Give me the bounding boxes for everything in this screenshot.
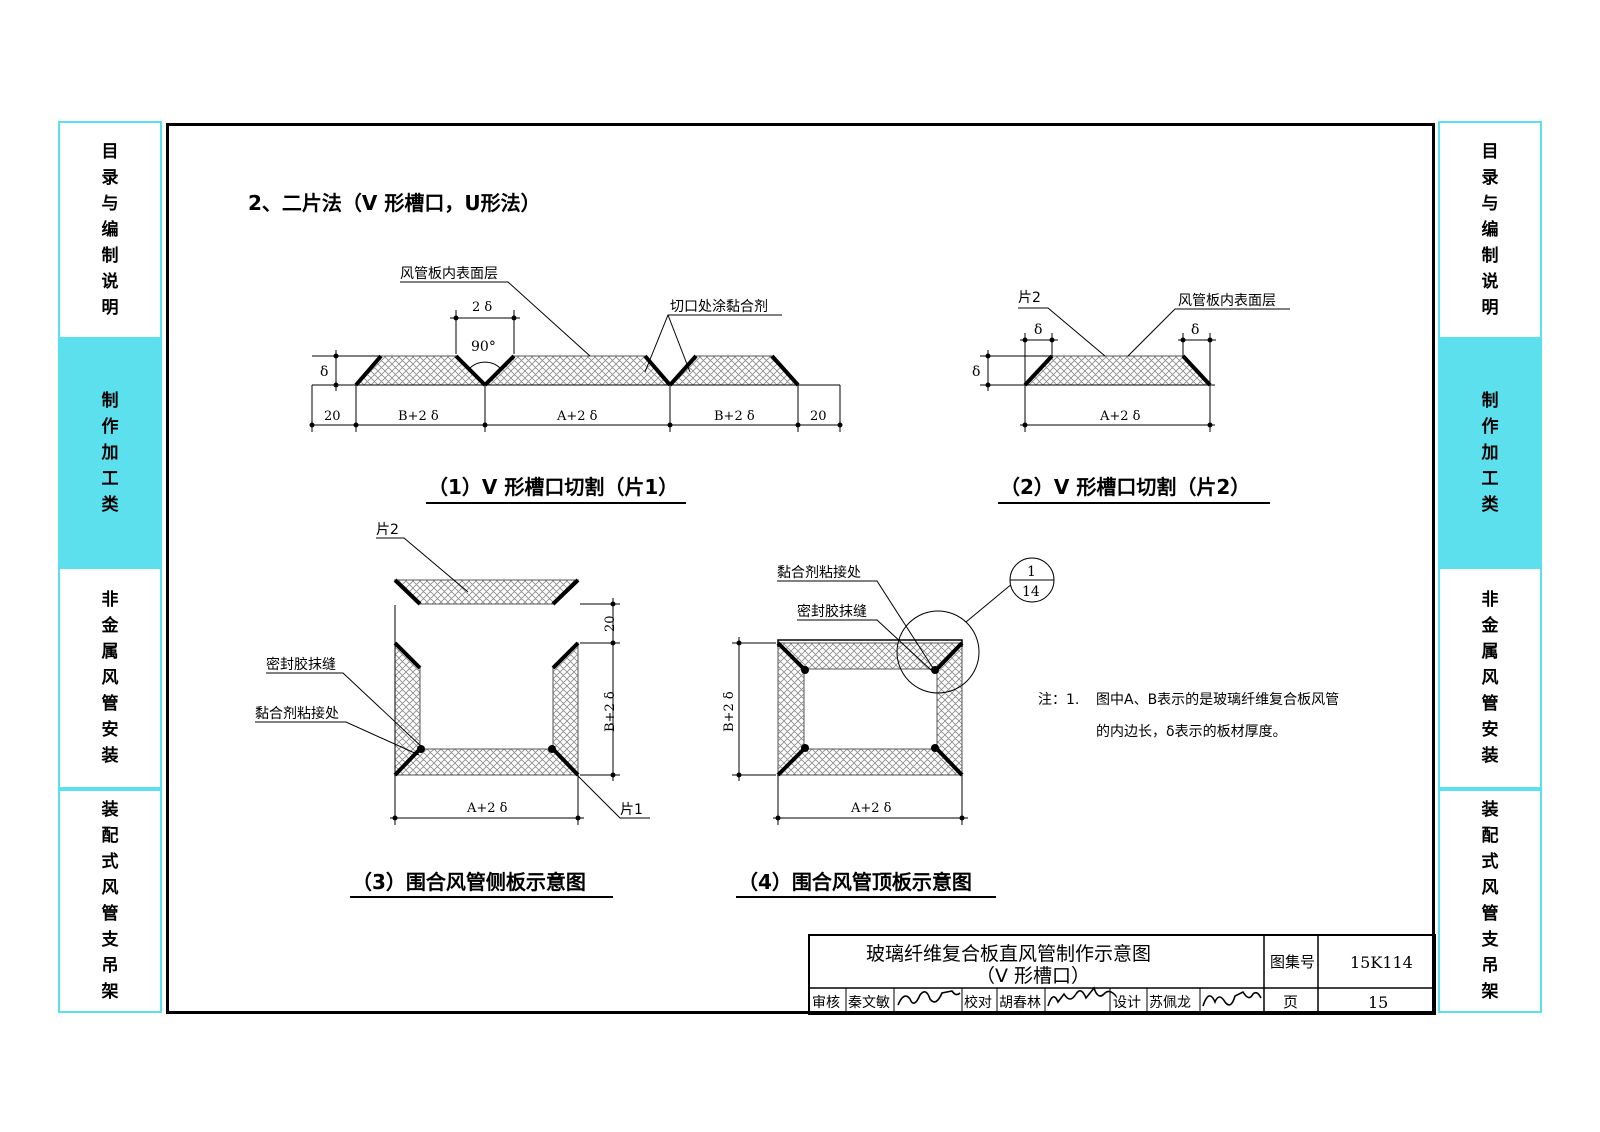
side-tab-right-2[interactable]: 制作加工类 [1438,339,1542,567]
page-number: 15 [1368,993,1388,1012]
fig4-ref-leader [965,582,1014,623]
fig1-adhesive-label: 切口处涂黏合剂 [670,299,768,315]
fig2-dim-bottom [1020,385,1215,432]
check-label: 校对 [964,994,992,1011]
reviewer-signature [897,990,961,1006]
fig1-panel: 90° 2 δ δ 20 B+2 δ [309,266,843,504]
fig1-dim-2d [450,310,520,354]
fig1-cut-edges [354,354,800,387]
fig4-top-wrap [777,639,963,647]
fig1-dim-2d-label: 2 δ [472,300,492,315]
drawing-frame [166,123,1435,1014]
fig1-dim-2: B+2 δ [398,409,439,424]
fig4-top-piece [776,642,964,670]
title-line-1: 玻璃纤维复合板直风管制作示意图 [866,943,1151,965]
fig3-leaders [255,537,650,819]
fig1-angle-arc [468,361,502,370]
fig1-dim-4: B+2 δ [714,409,755,424]
fig4-panel: 1 14 B+2 δ A+2 δ 黏合剂粘接处 密封胶抹缝 （4）围合风管顶板示… [722,557,1055,898]
side-tab-label: 非金属风管安装 [101,590,119,766]
fig3-dim-a: A+2 δ [466,801,508,816]
fig4-ref-bottom: 14 [1022,584,1040,600]
side-tab-left-4[interactable]: 装配式风管支吊架 [58,789,162,1013]
fig1-dim-5: 20 [810,409,827,424]
fig2-cut-edges [1023,354,1212,387]
fig2-delta-left: δ [972,364,980,380]
fig3-caption: （3）围合风管侧板示意图 [352,870,586,894]
atlas-label: 图集号 [1270,953,1315,971]
fig3-dims [390,598,620,825]
fig4-leaders [777,580,934,671]
fig2-delta-top-right: δ [1191,322,1199,338]
fig3-dim-b: B+2 δ [603,691,618,732]
fig4-dim-a: A+2 δ [850,801,892,816]
fig1-dim-3: A+2 δ [556,409,598,424]
side-tab-left-1[interactable]: 目录与编制说明 [58,121,162,339]
fig2-delta-top-left: δ [1034,322,1042,338]
fig4-dim-b: B+2 δ [722,691,737,732]
review-label: 审核 [812,995,840,1011]
checker-signature [1047,986,1117,1007]
fig2-panel: δ δ δ A+2 δ 片2 风管板内表面层 （2）V 形槽口切割（片2） [972,290,1290,504]
fig4-seal-label: 密封胶抹缝 [797,603,867,620]
side-tab-label: 制作加工类 [101,391,119,515]
atlas-number: 15K114 [1350,953,1413,972]
designer-name: 苏佩龙 [1149,995,1191,1011]
side-tab-label: 制作加工类 [1481,391,1499,515]
fig1-dim-1: 20 [324,409,341,424]
fig4-adhesive-label: 黏合剂粘接处 [777,564,861,581]
side-tab-right-3[interactable]: 非金属风管安装 [1438,567,1542,789]
fig4-caption: （4）围合风管顶板示意图 [738,870,972,894]
fig1-inner-layer-label: 风管板内表面层 [400,266,498,282]
fig3-dim-20: 20 [603,615,618,632]
fig1-dim-delta [312,350,379,391]
designer-signature [1202,990,1262,1007]
reviewer-name: 秦文敏 [848,995,890,1011]
fig1-caption: （1）V 形槽口切割（片1） [428,475,678,499]
fig1-dim-bottom [309,385,843,432]
fig2-leaders [1018,307,1290,357]
fig3-piece1-bottom [393,748,580,776]
fig4-detail-circle [896,610,980,694]
fig1-delta: δ [320,364,328,380]
note-line-2: 的内边长，δ表示的板材厚度。 [1096,724,1287,740]
fig2-inner-layer-label: 风管板内表面层 [1178,293,1276,309]
fig1-board [354,355,800,386]
note-line-1: 图中A、B表示的是玻璃纤维复合板风管 [1096,691,1339,708]
side-tab-label: 装配式风管支吊架 [1481,800,1499,1002]
fig4-ref-top: 1 [1027,564,1036,580]
page-label: 页 [1283,993,1298,1011]
checker-name: 胡春林 [999,995,1041,1011]
section-heading: 2、二片法（V 形槽口，U形法） [248,191,541,215]
side-tab-right-4[interactable]: 装配式风管支吊架 [1438,789,1542,1013]
fig1-leaders [400,281,782,373]
fig3-adhesive-label: 黏合剂粘接处 [255,705,339,722]
fig4-bottom-piece [776,748,964,776]
side-tab-label: 目录与编制说明 [101,142,119,318]
note-prefix: 注：1. [1038,692,1079,708]
design-label: 设计 [1113,995,1141,1011]
fig3-piece2 [393,579,580,605]
title-line-2: （V 形槽口） [976,965,1090,987]
side-tab-label: 非金属风管安装 [1481,590,1499,766]
side-tab-right-1[interactable]: 目录与编制说明 [1438,121,1542,339]
note-block: 注：1. 图中A、B表示的是玻璃纤维复合板风管 的内边长，δ表示的板材厚度。 [1038,691,1339,740]
fig2-board [1023,355,1212,386]
side-tab-label: 目录与编制说明 [1481,142,1499,318]
side-tab-label: 装配式风管支吊架 [101,800,119,1002]
side-tab-left-3[interactable]: 非金属风管安装 [58,567,162,789]
fig4-dims [732,637,968,825]
side-tab-left-2[interactable]: 制作加工类 [58,339,162,567]
fig1-angle: 90° [471,339,496,355]
fig3-piece2-label: 片2 [376,522,399,538]
fig3-panel: 20 B+2 δ A+2 δ 片2 密封胶抹缝 黏合剂粘接处 片1 （3）围合风… [255,522,650,898]
fig3-piece1-label: 片1 [620,802,643,818]
fig3-seal-label: 密封胶抹缝 [266,656,336,673]
fig2-dim-a: A+2 δ [1099,409,1141,424]
fig2-caption: （2）V 形槽口切割（片2） [1000,475,1250,499]
fig2-piece-label: 片2 [1018,290,1041,306]
fig4-cut-edges [776,641,964,777]
fig2-dim-delta [980,333,1216,391]
